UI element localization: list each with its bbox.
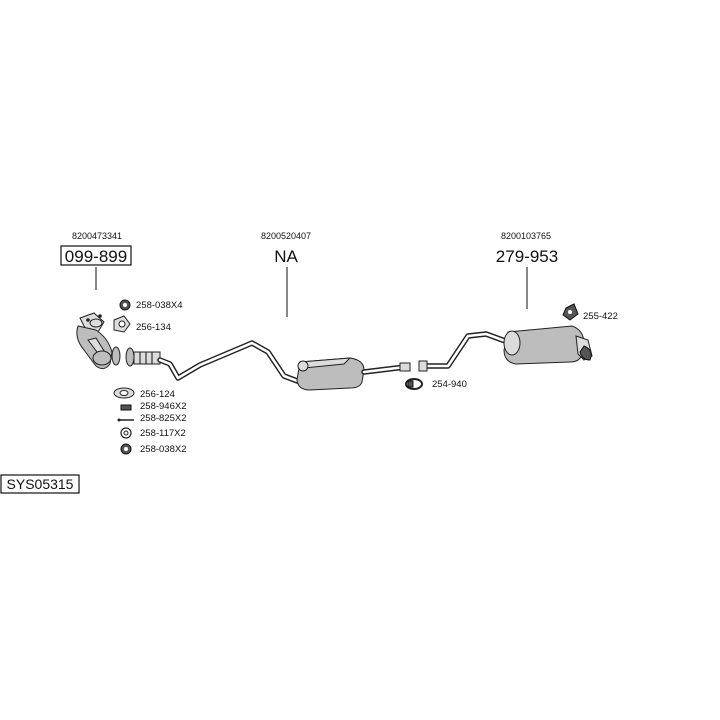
oem-number-middle-silencer: 8200520407 — [261, 231, 311, 241]
rear-pipe[interactable] — [418, 331, 511, 372]
part-number-rear-silencer[interactable]: 279-953 — [496, 247, 558, 266]
small-part-255-422[interactable]: 255-422 — [562, 303, 618, 322]
small-part-254-940[interactable]: 254-940 — [405, 378, 467, 390]
small-part-label: 258-825X2 — [140, 413, 186, 424]
part-number-box — [60, 245, 132, 266]
small-part-258-038x2[interactable]: 258-038X2 — [120, 443, 186, 455]
catalytic-converter[interactable] — [76, 312, 113, 370]
small-part-258-946x2[interactable]: 258-946X2 — [120, 401, 186, 412]
small-part-label: 255-422 — [583, 311, 618, 322]
part-number-catalyst[interactable]: 099-899 — [65, 247, 127, 266]
small-part-label: 258-038X4 — [136, 300, 182, 311]
small-part-label: 258-946X2 — [140, 401, 186, 412]
rear-silencer[interactable] — [503, 325, 593, 365]
bolt-icon — [120, 404, 132, 411]
small-part-label: 258-038X2 — [140, 444, 186, 455]
small-part-256-124[interactable]: 256-124 — [113, 387, 175, 400]
front-flex-pipe[interactable] — [111, 346, 161, 367]
system-code-box — [0, 474, 80, 494]
oem-number-catalyst: 8200473341 — [72, 231, 122, 241]
middle-silencer[interactable] — [296, 357, 411, 391]
system-code: SYS05315 — [7, 476, 74, 492]
small-part-label: 258-117X2 — [140, 428, 186, 439]
small-part-label: 254-940 — [432, 379, 467, 390]
part-number-middle-silencer[interactable]: NA — [274, 247, 298, 266]
small-part-256-134[interactable]: 256-134 — [113, 315, 171, 333]
small-part-label: 256-124 — [140, 389, 175, 400]
oem-number-rear-silencer: 8200103765 — [501, 231, 551, 241]
small-part-258-825x2[interactable]: 258-825X2 — [117, 413, 187, 424]
small-part-258-117x2[interactable]: 258-117X2 — [120, 427, 186, 439]
small-part-258-038x4[interactable]: 258-038X4 — [119, 299, 182, 311]
small-part-label: 256-134 — [136, 322, 171, 333]
clamp-icon — [405, 378, 423, 390]
exhaust-pipe[interactable] — [157, 340, 303, 385]
